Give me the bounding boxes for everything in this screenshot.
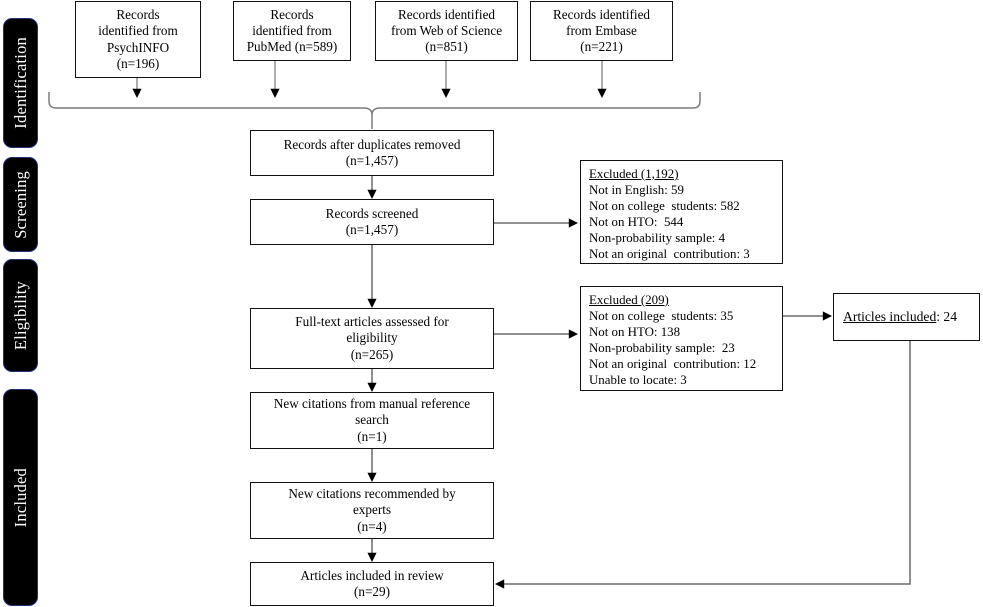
box-records-pubmed: Records identified from PubMed (n=589) [233, 1, 351, 61]
excluded-screening-heading: Excluded (1,192) [589, 167, 679, 181]
box-text-web-of-science: Records identified from Web of Science (… [390, 6, 503, 55]
excluded-eligibility-reason-1: Not on college students: 35 [589, 309, 734, 324]
source-arrow-psycinfo [132, 78, 142, 98]
phase-label-screening: Screening [10, 170, 30, 239]
articles-included-line: Articles included: 24 [843, 308, 957, 326]
box-articles-included: Articles included: 24 [833, 293, 980, 341]
excluded-screening-reason-1: Not in English: 59 [589, 183, 684, 198]
box-excluded-eligibility: Excluded (209) Not on college students: … [580, 286, 783, 391]
box-new-citations-manual: New citations from manual reference sear… [250, 392, 494, 449]
box-records-embase: Records identified from Embase (n=221) [530, 1, 673, 61]
phase-label-identification: Identification [10, 37, 30, 129]
box-new-citations-experts: New citations recommended by experts (n=… [250, 482, 494, 539]
phase-bar-identification: Identification [3, 18, 38, 148]
box-excluded-screening: Excluded (1,192) Not in English: 59 Not … [580, 160, 783, 264]
phase-label-eligibility: Eligibility [10, 280, 30, 351]
box-text-fulltext-assessed: Full-text articles assessed for eligibil… [295, 314, 449, 362]
phase-label-included: Included [10, 467, 30, 528]
arrow-excluded2-to-articles-included [783, 311, 832, 321]
excluded-eligibility-reason-2: Not on HTO: 138 [589, 325, 681, 340]
excluded-eligibility-reason-4: Not an original contribution: 12 [589, 357, 757, 372]
arrow-fulltext-to-manual [367, 369, 377, 392]
phase-bar-eligibility: Eligibility [3, 259, 38, 372]
arrow-screened-to-fulltext [367, 245, 377, 308]
box-records-psycinfo: Records identified from PsychINFO (n=196… [75, 1, 201, 78]
box-text-records-after-duplicates: Records after duplicates removed (n=1,45… [283, 136, 461, 168]
box-records-web-of-science: Records identified from Web of Science (… [375, 1, 518, 61]
arrow-duplicates-to-screened [367, 176, 377, 199]
merge-brace [48, 92, 701, 129]
articles-included-value: : 24 [936, 309, 958, 324]
excluded-eligibility-heading: Excluded (209) [589, 293, 669, 307]
arrow-screened-to-excluded1 [494, 218, 578, 228]
box-text-new-citations-manual: New citations from manual reference sear… [273, 396, 471, 444]
box-fulltext-assessed: Full-text articles assessed for eligibil… [250, 308, 494, 369]
arrow-manual-to-experts [367, 449, 377, 482]
arrow-experts-to-review [367, 539, 377, 562]
source-arrow-web-of-science [441, 61, 451, 98]
excluded-eligibility-reason-5: Unable to locate: 3 [589, 373, 687, 388]
box-records-after-duplicates: Records after duplicates removed (n=1,45… [250, 130, 494, 176]
phase-bar-included: Included [3, 389, 38, 606]
source-arrow-embase [597, 61, 607, 98]
box-text-articles-included-review: Articles included in review (n=29) [300, 567, 444, 599]
excluded-screening-reason-2: Not on college students: 582 [589, 199, 740, 214]
box-text-records-screened: Records screened (n=1,457) [325, 205, 419, 237]
excluded-screening-reason-3: Not on HTO: 544 [589, 215, 684, 230]
box-articles-included-review: Articles included in review (n=29) [250, 562, 494, 606]
excluded-screening-reason-5: Not an original contribution: 3 [589, 247, 750, 262]
excluded-screening-reason-4: Non-probability sample: 4 [589, 231, 726, 246]
box-text-embase: Records identified from Embase (n=221) [552, 6, 651, 55]
box-records-screened: Records screened (n=1,457) [250, 199, 494, 245]
source-arrow-pubmed [270, 61, 280, 98]
phase-bar-screening: Screening [3, 157, 38, 252]
box-text-psycinfo: Records identified from PsychINFO (n=196… [98, 7, 178, 71]
box-text-new-citations-experts: New citations recommended by experts (n=… [288, 486, 456, 534]
excluded-eligibility-reason-3: Non-probability sample: 23 [589, 341, 735, 356]
articles-included-label: Articles included [843, 309, 937, 324]
arrow-fulltext-to-excluded2 [494, 329, 578, 339]
box-text-pubmed: Records identified from PubMed (n=589) [246, 6, 338, 55]
